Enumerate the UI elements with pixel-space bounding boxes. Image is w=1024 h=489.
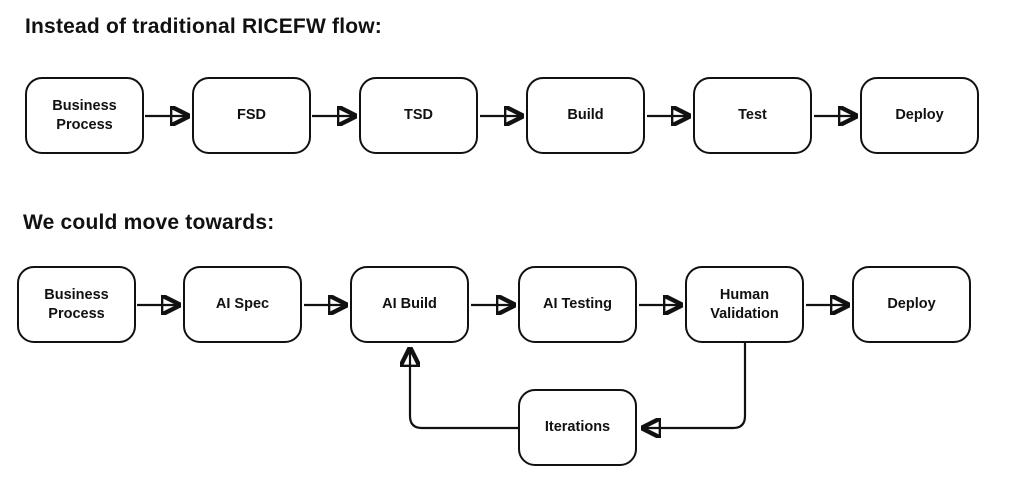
node-label: TSD xyxy=(404,107,433,124)
flow1-node-deploy: Deploy xyxy=(860,77,979,154)
flow2-node-ai-build: AI Build xyxy=(350,266,469,343)
flow1-node-tsd: TSD xyxy=(359,77,478,154)
flow1-title: Instead of traditional RICEFW flow: xyxy=(25,15,382,38)
node-label: AI Testing xyxy=(542,296,612,313)
flow1-node-build: Build xyxy=(526,77,645,154)
node-label: Deploy xyxy=(887,296,936,313)
flow2-node-ai-testing: AI Testing xyxy=(518,266,637,343)
node-label: Business Process xyxy=(52,97,117,133)
node-label: Business Process xyxy=(44,286,109,322)
flow1-node-business-process: Business Process xyxy=(25,77,144,154)
node-label: Human Validation xyxy=(710,286,779,322)
flow2-node-business-process: Business Process xyxy=(17,266,136,343)
arrow-iterations-to-ai-build xyxy=(410,349,518,430)
flow1-node-fsd: FSD xyxy=(192,77,311,154)
node-label: Build xyxy=(567,107,604,124)
node-label: Iterations xyxy=(544,419,611,436)
node-label: AI Build xyxy=(382,296,437,313)
flow2-title: We could move towards: xyxy=(23,211,275,234)
arrow-human-validation-to-iterations xyxy=(643,343,747,428)
node-label: Deploy xyxy=(895,107,944,124)
flow2-node-iterations: Iterations xyxy=(518,389,637,466)
flow2-node-ai-spec: AI Spec xyxy=(183,266,302,343)
node-label: AI Spec xyxy=(215,296,270,313)
flow2-node-deploy: Deploy xyxy=(852,266,971,343)
node-label: FSD xyxy=(237,107,266,124)
node-label: Test xyxy=(738,107,767,124)
flow2-node-human-validation: Human Validation xyxy=(685,266,804,343)
flow1-node-test: Test xyxy=(693,77,812,154)
